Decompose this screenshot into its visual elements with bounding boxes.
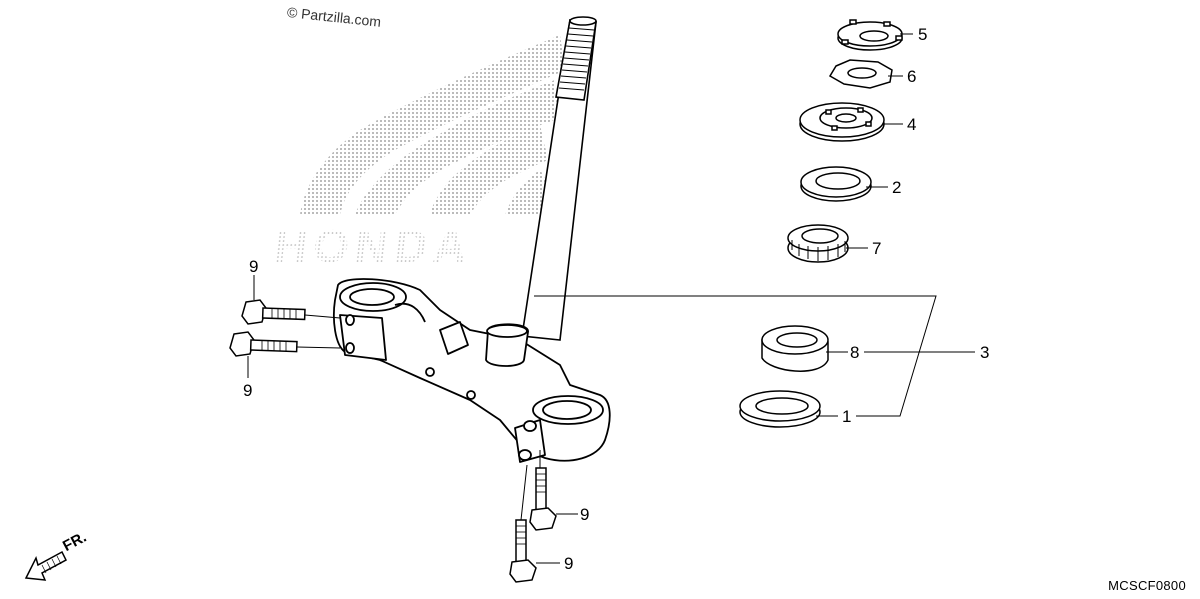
callout-9-left: 9 xyxy=(243,381,252,400)
callout-9-top: 9 xyxy=(249,257,258,276)
bolt-lower-right-lower xyxy=(509,519,537,583)
callout-9-right-lower: 9 xyxy=(564,554,573,573)
lock-washer xyxy=(828,59,893,89)
callout-7: 7 xyxy=(872,239,881,258)
bolt-upper-left xyxy=(241,299,306,325)
callout-1: 1 xyxy=(842,407,851,426)
callout-4: 4 xyxy=(907,115,916,134)
front-arrow-icon xyxy=(24,550,67,581)
bolt-lower-left xyxy=(229,331,298,357)
bottom-bridge xyxy=(332,278,611,463)
honda-wordmark: HONDA xyxy=(271,220,475,272)
dust-seal xyxy=(800,166,872,202)
callout-8: 8 xyxy=(850,343,859,362)
diagram-code: MCSCF0800 xyxy=(1108,578,1186,593)
callout-3: 3 xyxy=(980,343,989,362)
callout-6: 6 xyxy=(907,67,916,86)
bolt-lower-right-upper xyxy=(529,467,557,531)
upper-bearing xyxy=(787,224,849,263)
callout-2: 2 xyxy=(892,178,901,197)
callout-5: 5 xyxy=(918,25,927,44)
steering-stem xyxy=(521,16,597,341)
callout-9-right-upper: 9 xyxy=(580,505,589,524)
lower-dust-seal xyxy=(739,390,821,428)
honda-wing-logo xyxy=(300,35,565,215)
lower-bearing xyxy=(761,325,829,372)
stem-nut xyxy=(799,102,885,142)
stem-nut-top xyxy=(837,19,903,51)
